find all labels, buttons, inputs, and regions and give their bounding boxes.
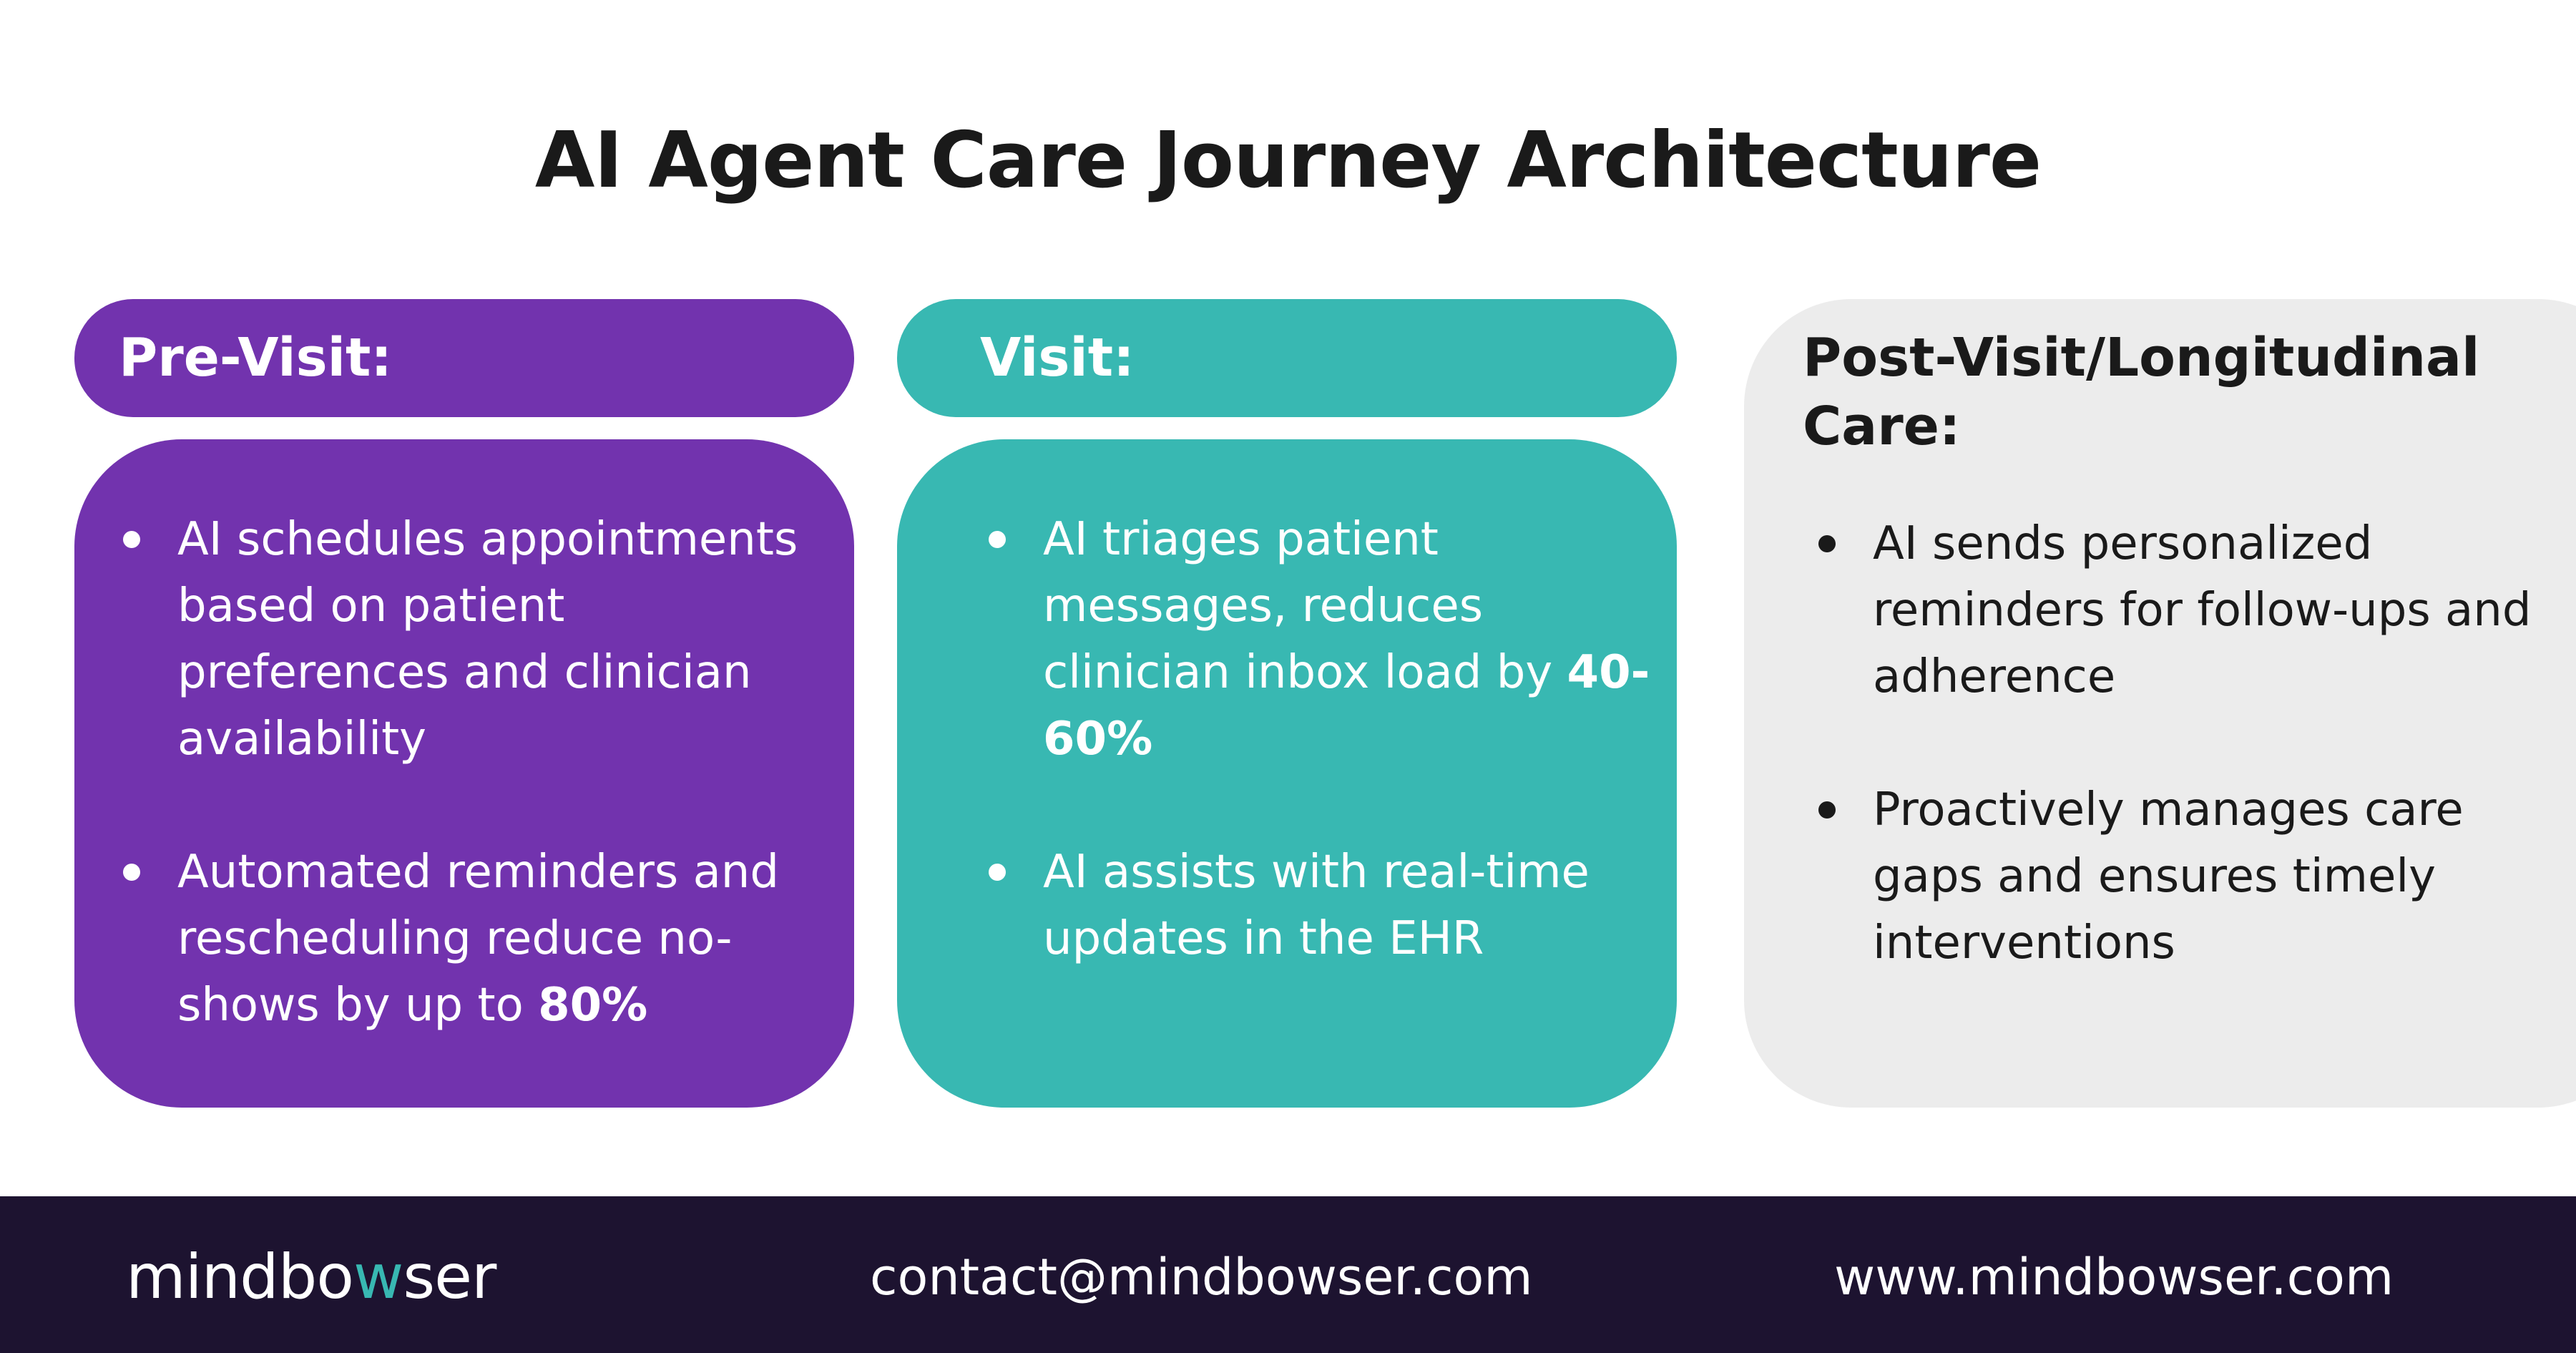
bullet-text: AI schedules appointments based on patie… [177, 513, 798, 766]
post-visit-bullet-2: Proactively manages care gaps and ensure… [1818, 777, 2560, 977]
post-visit-header: Post-Visit/Longitudinal Care: [1803, 327, 2480, 457]
bullet-text: Automated reminders and rescheduling red… [177, 846, 779, 1032]
logo-text-accent: w [353, 1241, 403, 1313]
bullet-dot-icon [1818, 535, 1836, 552]
pre-visit-bullet-1: AI schedules appointments based on patie… [123, 507, 843, 773]
visit-bullet-2: AI assists with real-time updates in the… [989, 839, 1665, 972]
bullet-dot-icon [1818, 801, 1836, 819]
bullet-highlight: 80% [538, 979, 648, 1032]
pre-visit-card [74, 439, 854, 1108]
visit-bullet-1: AI triages patient messages, reduces cli… [989, 507, 1665, 773]
bullet-dot-icon [123, 864, 140, 881]
post-visit-card [1744, 299, 2576, 1108]
bullet-text: AI assists with real-time updates in the… [1043, 846, 1590, 965]
visit-card [897, 439, 1677, 1108]
page-title: AI Agent Care Journey Architecture [534, 116, 2042, 205]
pre-visit-bullet-2: Automated reminders and rescheduling red… [123, 839, 843, 1039]
bullet-text: Proactively manages care gaps and ensure… [1873, 783, 2464, 969]
bullet-text: AI sends personalized reminders for foll… [1873, 517, 2532, 703]
bullet-dot-icon [989, 531, 1006, 548]
mindbowser-logo[interactable]: mindbowser [126, 1238, 496, 1317]
contact-email-link[interactable]: contact@mindbowser.com [870, 1248, 1533, 1306]
website-link[interactable]: www.mindbowser.com [1834, 1248, 2394, 1306]
footer-bar [0, 1196, 2576, 1353]
logo-text-start: mindbo [126, 1241, 354, 1313]
bullet-text: AI triages patient messages, reduces cli… [1043, 513, 1567, 699]
visit-list: AI triages patient messages, reduces cli… [989, 507, 1665, 972]
logo-text-end: ser [403, 1241, 496, 1313]
bullet-highlight: 40-60% [1043, 646, 1650, 766]
visit-header: Visit: [897, 299, 1677, 417]
bullet-dot-icon [989, 864, 1006, 881]
pre-visit-header: Pre-Visit: [74, 299, 854, 417]
post-visit-bullet-1: AI sends personalized reminders for foll… [1818, 511, 2560, 710]
post-visit-list: AI sends personalized reminders for foll… [1818, 511, 2560, 977]
pre-visit-list: AI schedules appointments based on patie… [123, 507, 843, 1039]
bullet-dot-icon [123, 531, 140, 548]
